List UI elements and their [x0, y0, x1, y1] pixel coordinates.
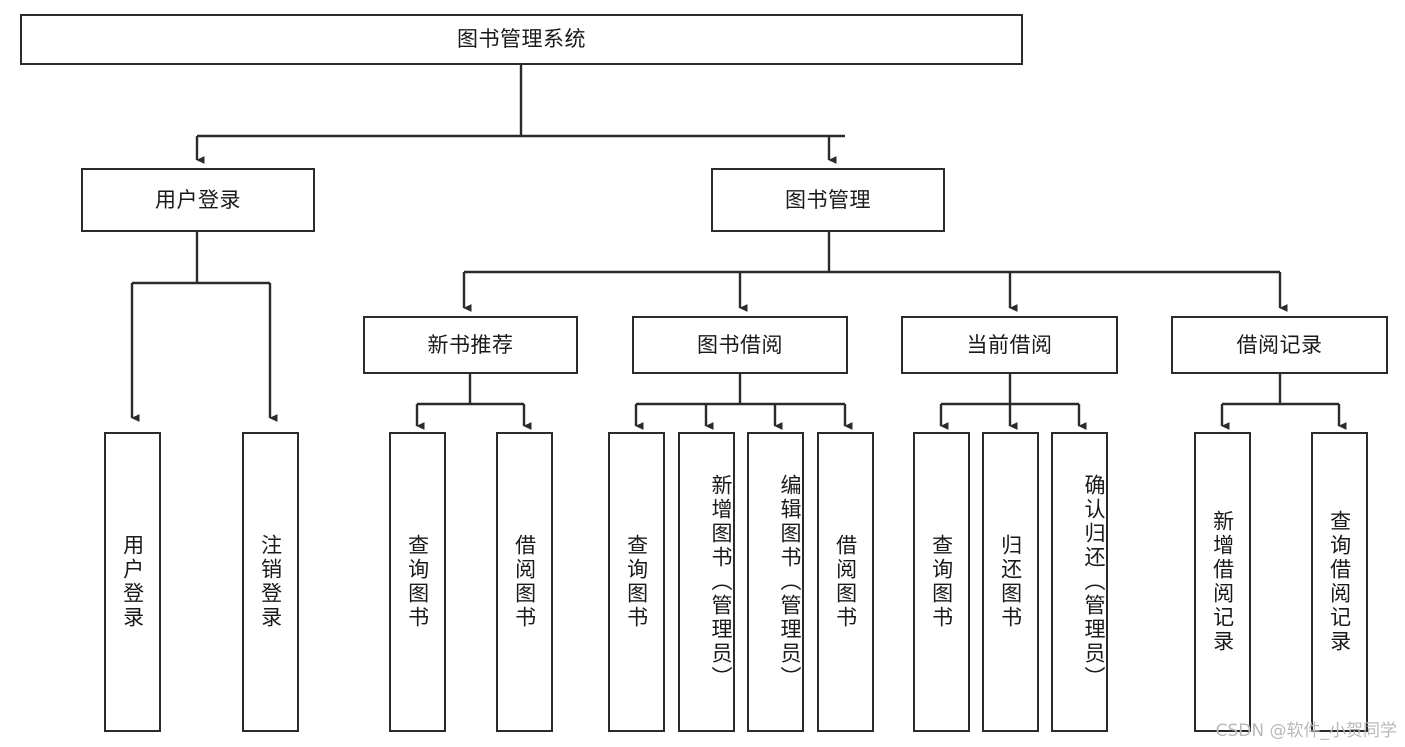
leaf-nb-borrow-book-label: 借阅图书 — [512, 534, 537, 630]
leaf-nb-query-book[interactable]: 查询图书 — [389, 432, 446, 732]
leaf-cb-confirm-return-label: 确认归还（管理员） — [1082, 474, 1106, 690]
leaf-cb-return-book[interactable]: 归还图书 — [982, 432, 1039, 732]
node-user-login[interactable]: 用户登录 — [81, 168, 315, 232]
watermark-text: CSDN @软件_小贺同学 — [1215, 721, 1397, 741]
leaf-logout[interactable]: 注销登录 — [242, 432, 299, 732]
node-current-borrow[interactable]: 当前借阅 — [901, 316, 1118, 374]
leaf-br-query-record-label: 查询借阅记录 — [1327, 510, 1352, 654]
node-new-book-recommend-label: 新书推荐 — [427, 332, 514, 357]
leaf-bb-edit-book[interactable]: 编辑图书（管理员） — [747, 432, 804, 732]
node-book-manage-label: 图书管理 — [785, 187, 871, 212]
leaf-cb-query-book[interactable]: 查询图书 — [913, 432, 970, 732]
leaf-bb-query-book[interactable]: 查询图书 — [608, 432, 665, 732]
node-borrow-record[interactable]: 借阅记录 — [1171, 316, 1388, 374]
leaf-user-login-label: 用户登录 — [120, 534, 145, 630]
node-user-login-label: 用户登录 — [155, 187, 241, 212]
node-borrow-record-label: 借阅记录 — [1236, 332, 1323, 357]
leaf-bb-query-book-label: 查询图书 — [624, 534, 649, 630]
leaf-br-add-record-label: 新增借阅记录 — [1210, 510, 1235, 654]
leaf-logout-label: 注销登录 — [258, 534, 283, 630]
node-current-borrow-label: 当前借阅 — [966, 332, 1053, 357]
leaf-bb-add-book[interactable]: 新增图书（管理员） — [678, 432, 735, 732]
leaf-br-add-record[interactable]: 新增借阅记录 — [1194, 432, 1251, 732]
node-root-system[interactable]: 图书管理系统 — [20, 14, 1023, 65]
node-root-label: 图书管理系统 — [457, 27, 586, 52]
leaf-bb-borrow-book-label: 借阅图书 — [833, 534, 858, 630]
node-book-manage[interactable]: 图书管理 — [711, 168, 945, 232]
node-book-borrow-label: 图书借阅 — [697, 332, 783, 357]
node-book-borrow[interactable]: 图书借阅 — [632, 316, 848, 374]
leaf-bb-add-book-label: 新增图书（管理员） — [709, 474, 733, 690]
leaf-nb-borrow-book[interactable]: 借阅图书 — [496, 432, 553, 732]
leaf-br-query-record[interactable]: 查询借阅记录 — [1311, 432, 1368, 732]
leaf-user-login[interactable]: 用户登录 — [104, 432, 161, 732]
leaf-bb-edit-book-label: 编辑图书（管理员） — [778, 474, 802, 690]
leaf-cb-query-book-label: 查询图书 — [929, 534, 954, 630]
node-new-book-recommend[interactable]: 新书推荐 — [363, 316, 578, 374]
leaf-cb-confirm-return[interactable]: 确认归还（管理员） — [1051, 432, 1108, 732]
leaf-bb-borrow-book[interactable]: 借阅图书 — [817, 432, 874, 732]
leaf-cb-return-book-label: 归还图书 — [998, 534, 1023, 630]
leaf-nb-query-book-label: 查询图书 — [405, 534, 430, 630]
